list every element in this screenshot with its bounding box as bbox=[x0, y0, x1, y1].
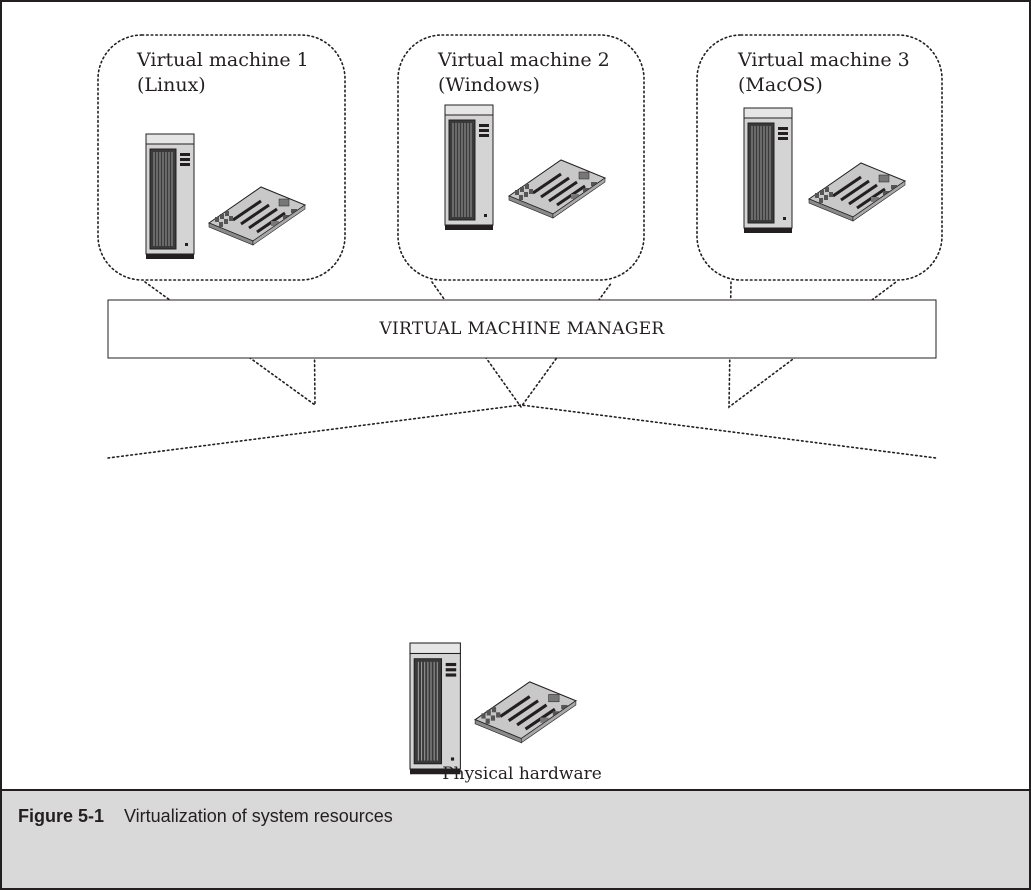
vm-2-name: Virtual machine 2 bbox=[438, 49, 610, 71]
physical-hardware-group bbox=[409, 642, 578, 775]
vm-3-name: Virtual machine 3 bbox=[738, 49, 910, 71]
server-tower-icon bbox=[409, 642, 461, 775]
server-tower-icon bbox=[444, 104, 494, 231]
caption-bar bbox=[1, 790, 1030, 889]
vm-1-os: (Linux) bbox=[137, 74, 206, 96]
motherboard-icon bbox=[207, 185, 307, 247]
server-tower-icon bbox=[743, 107, 793, 234]
motherboard-icon bbox=[507, 158, 607, 220]
motherboard-icon bbox=[473, 680, 578, 745]
figure-title: Virtualization of system resources bbox=[124, 806, 393, 826]
virtual-machine-manager-label: VIRTUAL MACHINE MANAGER bbox=[379, 319, 665, 339]
vm-1-label: Virtual machine 1 (Linux) bbox=[137, 48, 309, 98]
hardware-funnel bbox=[107, 404, 937, 459]
vm-2-label: Virtual machine 2 (Windows) bbox=[438, 48, 610, 98]
vm-2-os: (Windows) bbox=[438, 74, 540, 96]
vm-3-os: (MacOS) bbox=[738, 74, 823, 96]
motherboard-icon bbox=[807, 161, 907, 223]
virtual-machine-manager-box bbox=[107, 299, 937, 359]
figure-number: Figure 5-1 bbox=[18, 806, 105, 826]
vm-3-label: Virtual machine 3 (MacOS) bbox=[738, 48, 910, 98]
vm-1-name: Virtual machine 1 bbox=[137, 49, 309, 71]
server-tower-icon bbox=[145, 133, 195, 260]
physical-hardware-label: Physical hardware bbox=[442, 764, 602, 784]
